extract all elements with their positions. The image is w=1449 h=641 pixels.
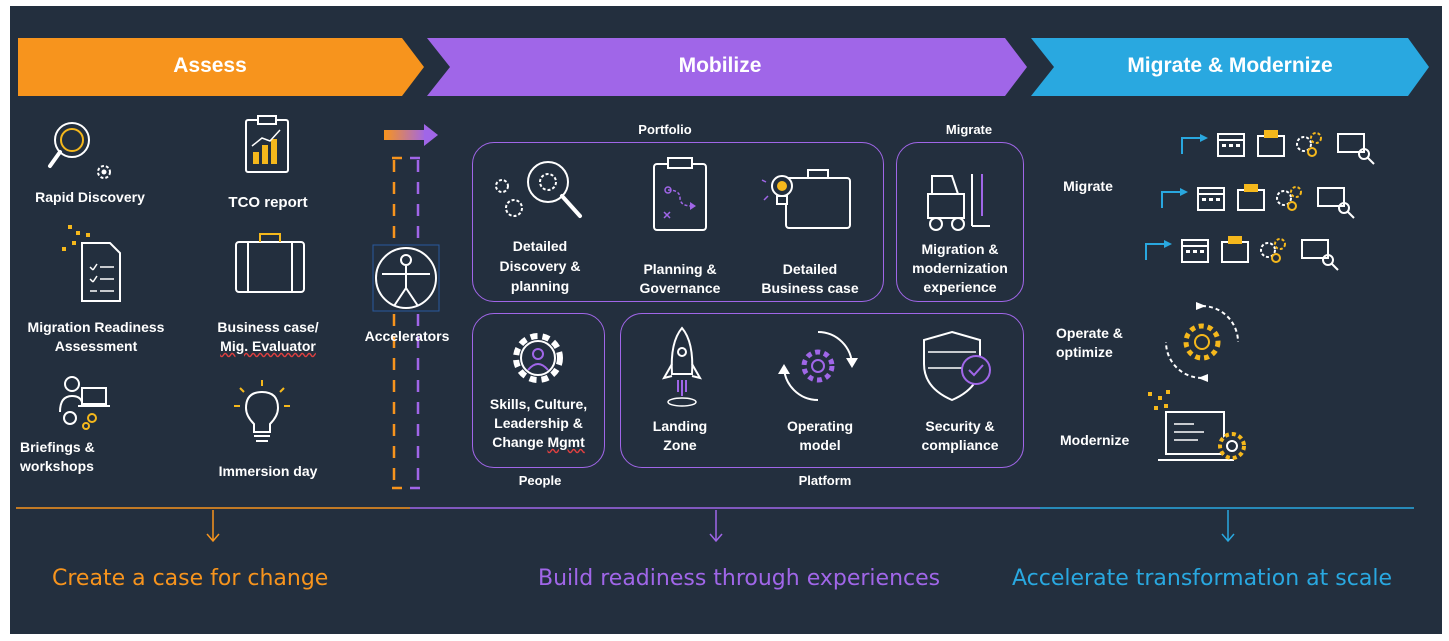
checklist-icon [62, 225, 121, 302]
briefcase-lightbulb-icon [761, 169, 851, 229]
sclc-mgmt-text: Mgmt [547, 434, 585, 450]
presenter-laptop-icon [59, 376, 110, 430]
clipboard-plan-icon [653, 157, 707, 231]
om-label-1: Operating [786, 418, 854, 434]
immersion-day-label: Immersion day [218, 463, 318, 479]
shield-check-icon [923, 330, 991, 402]
phase-divider [16, 507, 1414, 543]
sclc-label-1: Skills, Culture, [489, 396, 588, 412]
lz-label-2: Zone [663, 437, 697, 453]
lz-label-1: Landing [652, 418, 708, 434]
accelerators-label: Accelerators [364, 328, 450, 344]
pg-label-2: Governance [639, 280, 721, 296]
portfolio-box [472, 142, 884, 302]
wave-row [1181, 130, 1375, 165]
lightbulb-icon [234, 380, 290, 442]
sc-label-2: compliance [921, 437, 999, 453]
business-case-label-2: Mig. Evaluator [198, 337, 338, 355]
mra-label-2: Assessment [54, 338, 138, 354]
dbc-label-1: Detailed [782, 261, 838, 277]
rapid-discovery-label: Rapid Discovery [35, 189, 145, 205]
migrate-tagline: Accelerate transformation at scale [1012, 566, 1392, 591]
operate-label-1: Operate & [1056, 325, 1123, 341]
assess-title: Assess [173, 54, 247, 77]
platform-label: Platform [798, 473, 852, 488]
assess-arrow [18, 38, 424, 96]
mme-label-1: Migration & [921, 241, 999, 257]
business-case-label-1: Business case/ [217, 319, 319, 335]
sc-label-1: Security & [925, 418, 995, 434]
migration-waves [1145, 130, 1375, 271]
forklift-icon [927, 174, 990, 231]
ddp-label-2: Discovery & [499, 258, 581, 274]
laptop-gear-icon [1148, 390, 1246, 461]
mobilize-tagline: Build readiness through experiences [538, 566, 941, 591]
ddp-label-1: Detailed [512, 238, 568, 254]
platform-box [620, 313, 1024, 468]
modernize-label: Modernize [1060, 432, 1130, 448]
migrate-group-label: Migrate [945, 122, 993, 137]
dbc-label-2: Business case [761, 280, 859, 296]
gear-person-icon [513, 333, 563, 383]
assess-tagline: Create a case for change [52, 566, 329, 591]
briefcase-icon [235, 233, 305, 293]
report-chart-icon [245, 115, 289, 173]
people-box [472, 313, 605, 468]
wave-row [1161, 184, 1355, 219]
migrate-arrow [1031, 38, 1429, 96]
ddp-label-3: planning [510, 278, 570, 294]
briefings-label-2: workshops [20, 458, 94, 474]
gear-cycle-icon [778, 331, 858, 401]
wave-row [1145, 236, 1339, 271]
om-label-2: model [799, 437, 841, 453]
people-label: People [518, 473, 562, 488]
diagram-canvas: Assess Mobilize Migrate & Modernize Rapi… [10, 6, 1442, 634]
vitruvian-person-icon [372, 244, 440, 312]
mme-label-3: experience [923, 279, 997, 295]
mme-label-2: modernization [912, 260, 1008, 276]
portfolio-label: Portfolio [638, 122, 692, 137]
migrate-side-label: Migrate [1063, 178, 1113, 194]
mra-label-1: Migration Readiness [27, 319, 165, 335]
pg-label-1: Planning & [643, 261, 717, 277]
migrate-box [896, 142, 1024, 302]
rocket-icon [661, 326, 703, 407]
sclc-label-3: Change Mgmt [472, 433, 605, 451]
phase-arrows [18, 38, 1429, 96]
accelerators-connector [384, 124, 438, 490]
briefings-label-1: Briefings & [20, 439, 95, 455]
operate-label-2: optimize [1056, 344, 1113, 360]
magnifier-gear-icon [48, 122, 111, 179]
sclc-label-2: Leadership & [494, 415, 583, 431]
gear-refresh-icon [1165, 302, 1239, 382]
mobilize-arrow [427, 38, 1027, 96]
business-case-mig-text: Mig. Evaluator [220, 338, 316, 354]
mobilize-title: Mobilize [678, 54, 762, 77]
sclc-change-text: Change [492, 434, 548, 450]
gears-magnifier-icon [495, 161, 582, 218]
tco-report-label: TCO report [228, 194, 308, 211]
migrate-title: Migrate & Modernize [1127, 54, 1333, 77]
